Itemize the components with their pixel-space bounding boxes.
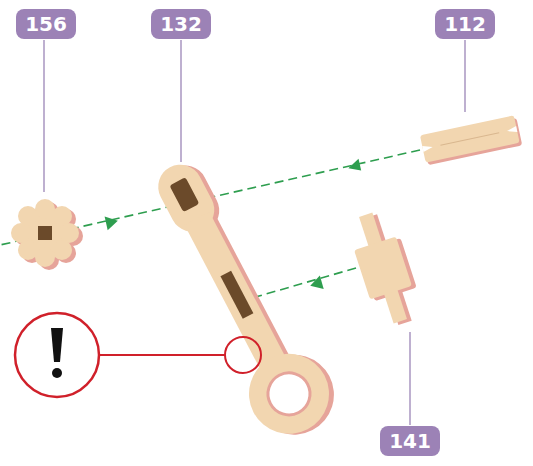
callout-badge: 141 (380, 426, 440, 456)
strip-part (420, 115, 522, 166)
callout-badge: 132 (151, 9, 211, 39)
cross-part (345, 207, 426, 331)
callout-badge: 156 (16, 9, 76, 39)
callout-number: 112 (444, 14, 486, 34)
callout-number: 132 (160, 14, 202, 34)
callout-number: 141 (389, 431, 431, 451)
callout-badge: 112 (435, 9, 495, 39)
callout-number: 156 (25, 14, 67, 34)
leader-lines (44, 40, 465, 425)
warning-callout (15, 313, 261, 397)
lever-part (135, 147, 348, 451)
cog-part (11, 199, 83, 270)
